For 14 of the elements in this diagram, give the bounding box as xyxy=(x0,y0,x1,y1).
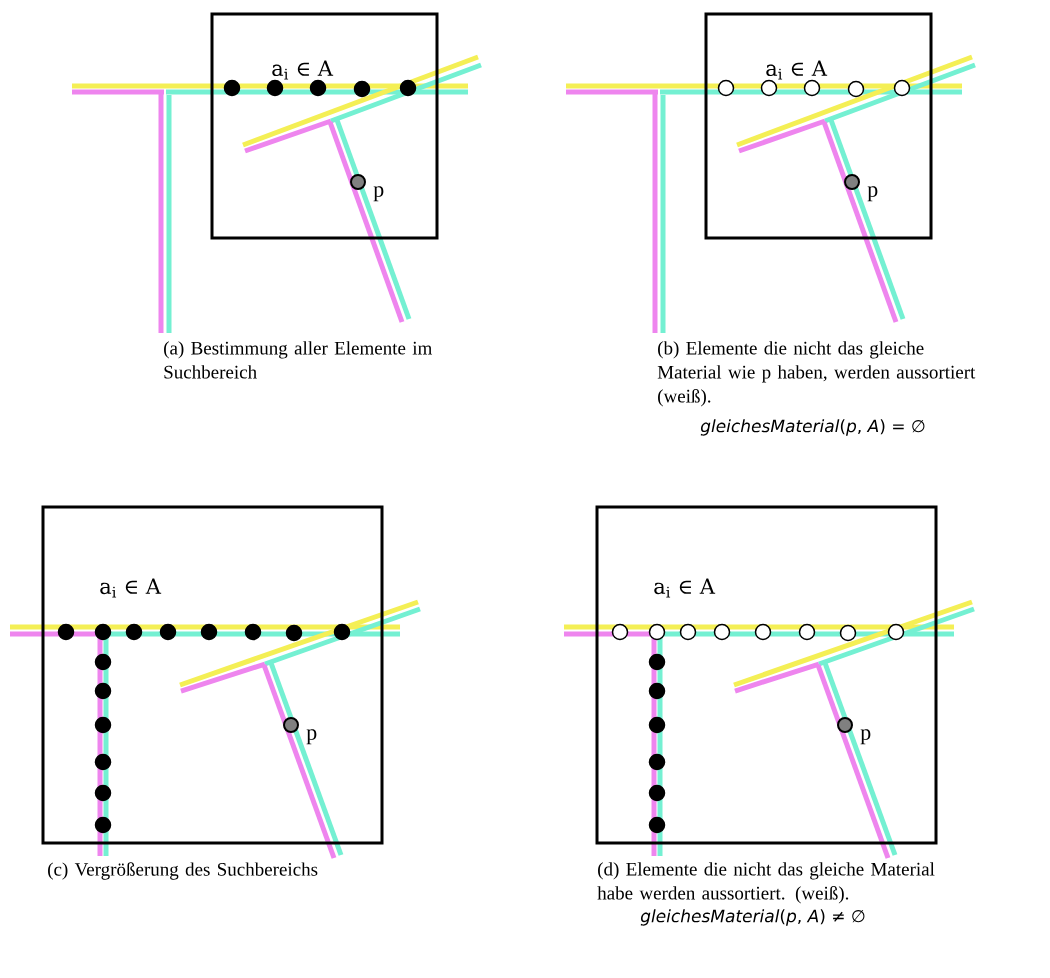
caption: (c) Vergrößerung des Suchbereichs xyxy=(48,862,318,880)
set-label: a$_{i}$ ∈ A xyxy=(654,578,716,598)
formula-text: gleichesMaterial(p, A) ≠ ∅ xyxy=(640,909,865,926)
point-label: p xyxy=(373,186,384,202)
caption: (a) Bestimmung aller Elemente im Suchbereich xyxy=(164,341,433,379)
set-label: a$_{i}$ ∈ A xyxy=(272,60,334,80)
point-label: p xyxy=(860,729,871,745)
formula-text: gleichesMaterial(p, A) = ∅ xyxy=(700,419,925,436)
caption: (b) Elemente die nicht das gleiche Material wie p haben, werden aussortiert (weiß). xyxy=(657,341,976,407)
set-label: a$_{i}$ ∈ A xyxy=(766,60,828,80)
set-label: a$_{i}$ ∈ A xyxy=(100,578,162,598)
caption: (d) Elemente die nicht das gleiche Material habe werden aussortiert. (weiß). xyxy=(597,862,935,904)
point-label: p xyxy=(306,729,317,745)
point-label: p xyxy=(867,186,878,202)
